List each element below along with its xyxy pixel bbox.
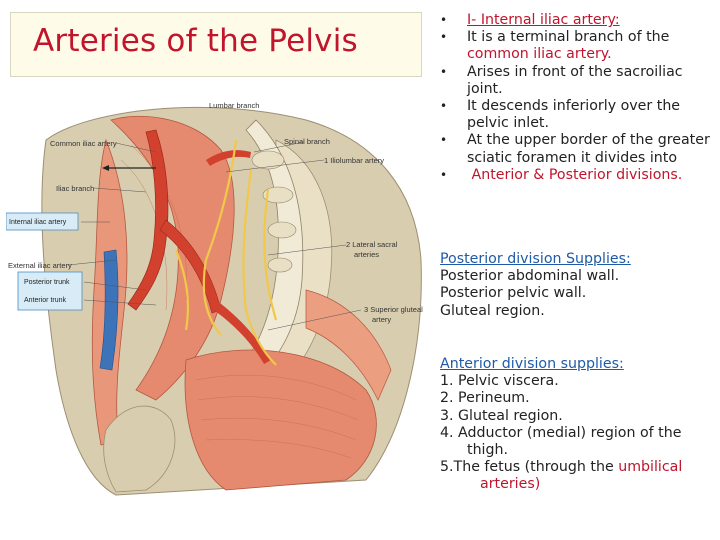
label-internal-iliac: Internal iliac artery <box>9 219 67 226</box>
anterior-item: 3. Gluteal region. <box>440 407 563 424</box>
label-superior-gluteal-1: 3 Superior gluteal <box>364 305 423 314</box>
bullet-terminal-branch-text: It is a terminal branch of the <box>467 29 670 46</box>
bullet-divides: At the upper border of the greater sciat… <box>440 132 715 166</box>
bullet-common-iliac-text: common iliac artery. <box>467 46 612 63</box>
anterior-item: 1. Pelvic viscera. <box>440 373 559 390</box>
fetus-prefix: 5.The fetus (through the <box>440 459 619 476</box>
anterior-item: 2. Perineum. <box>440 390 530 407</box>
bullet-heading: I- Internal iliac artery: <box>440 12 715 29</box>
bullet-descends: It descends inferiorly over the pelvic i… <box>440 98 715 132</box>
internal-iliac-box: Internal iliac artery <box>6 212 79 231</box>
label-lumbar-branch: Lumbar branch <box>209 101 259 110</box>
trunk-box: Posterior trunk Anterior trunk <box>17 271 83 311</box>
label-iliolumbar: 1 Iliolumbar artery <box>324 156 384 165</box>
posterior-item: Gluteal region. <box>440 302 545 319</box>
internal-iliac-bullets: I- Internal iliac artery: It is a termin… <box>440 12 715 184</box>
label-spinal-branch: Spinal branch <box>284 137 330 146</box>
label-lateral-sacral-1: 2 Lateral sacral <box>346 240 398 249</box>
label-iliac-branch: Iliac branch <box>56 184 94 193</box>
umbilical-arteries-text: umbilical arteries) <box>480 459 683 493</box>
label-anterior-trunk: Anterior trunk <box>24 297 67 304</box>
label-superior-gluteal-2: artery <box>372 315 391 324</box>
anterior-item: 4. Adductor (medial) region of the thigh… <box>440 424 682 459</box>
title-box: Arteries of the Pelvis <box>10 12 422 77</box>
posterior-item: Posterior abdominal wall. <box>440 268 620 285</box>
label-lateral-sacral-2: arteries <box>354 250 379 259</box>
bullet-divides-text: At the upper border of the greater sciat… <box>467 132 710 166</box>
bullet-arises-text: Arises in front of the sacroiliac joint. <box>467 63 683 97</box>
anterior-heading: Anterior division supplies: <box>440 356 624 372</box>
bullet-descends-text: It descends inferiorly over the pelvic i… <box>467 98 681 132</box>
posterior-item: Posterior pelvic wall. <box>440 285 587 302</box>
bullet-heading-text: I- Internal iliac artery: <box>467 12 620 28</box>
label-external-iliac: External iliac artery <box>8 261 72 270</box>
posterior-division-block: Posterior division Supplies: Posterior a… <box>440 251 715 320</box>
anterior-division-block: Anterior division supplies: 1. Pelvic vi… <box>440 356 715 494</box>
bullet-divisions-text: Anterior & Posterior divisions. <box>471 166 683 183</box>
anatomy-drawing: Lumbar branch Common iliac artery Spinal… <box>6 101 423 496</box>
label-common-iliac: Common iliac artery <box>50 139 117 148</box>
posterior-heading: Posterior division Supplies: <box>440 251 631 267</box>
bullet-divisions: Anterior & Posterior divisions. <box>440 167 715 184</box>
anterior-item-fetus: 5.The fetus (through the umbilical arter… <box>440 459 715 493</box>
slide-title: Arteries of the Pelvis <box>33 23 358 59</box>
bullet-arises: Arises in front of the sacroiliac joint. <box>440 64 715 98</box>
label-posterior-trunk: Posterior trunk <box>24 279 70 286</box>
pelvis-arteries-illustration: Lumbar branch Common iliac artery Spinal… <box>6 100 426 498</box>
